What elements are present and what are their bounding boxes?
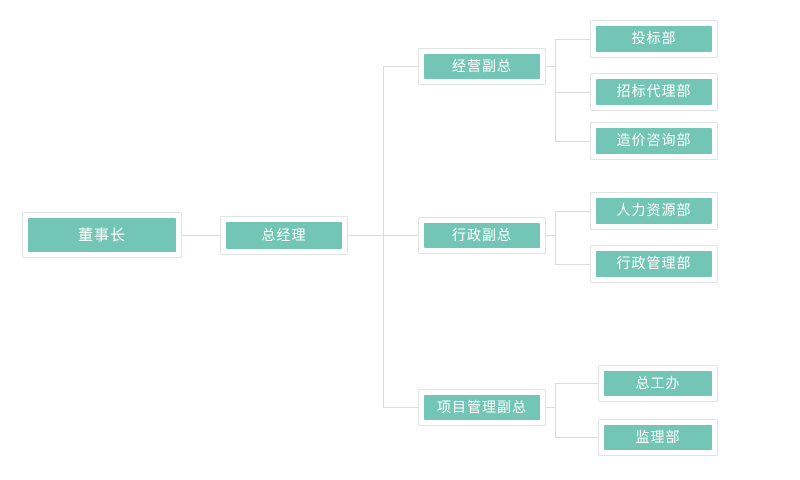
- node-vp-admin-label: 行政副总: [452, 227, 512, 244]
- connector-trunk-to-vp-admin: [383, 235, 418, 236]
- node-dept-hr-label: 人力资源部: [616, 203, 692, 219]
- node-general-manager-label: 总经理: [261, 227, 307, 244]
- node-dept-hr-fill: 人力资源部: [596, 198, 712, 224]
- connector-vp-admin-stub: [546, 235, 555, 236]
- connector-admin-to-hr: [555, 211, 590, 212]
- node-vp-business[interactable]: 经营副总: [418, 48, 546, 85]
- node-dept-admin-mgmt-label: 行政管理部: [616, 256, 692, 272]
- node-vp-admin-fill: 行政副总: [424, 223, 540, 248]
- node-vp-admin[interactable]: 行政副总: [418, 217, 546, 254]
- node-vp-project-fill: 项目管理副总: [424, 395, 540, 420]
- node-dept-chief-engineer[interactable]: 总工办: [598, 365, 718, 402]
- node-dept-bidding-label: 投标部: [631, 31, 677, 47]
- node-dept-admin-mgmt-fill: 行政管理部: [596, 251, 712, 277]
- connector-project-sub-trunk: [555, 383, 556, 437]
- node-general-manager-fill: 总经理: [226, 222, 342, 249]
- connector-general-manager-stub: [348, 235, 383, 236]
- node-chairman-label: 董事长: [77, 225, 126, 244]
- node-dept-chief-engineer-fill: 总工办: [604, 371, 712, 396]
- connector-business-to-tender-agency: [555, 92, 590, 93]
- node-dept-cost-consulting-label: 造价咨询部: [616, 133, 692, 149]
- node-dept-supervision-label: 监理部: [635, 429, 681, 446]
- connector-chairman-to-general-manager: [182, 235, 220, 236]
- node-dept-tender-agency-fill: 招标代理部: [596, 79, 712, 105]
- node-chairman[interactable]: 董事长: [22, 212, 182, 258]
- node-dept-chief-engineer-label: 总工办: [635, 375, 681, 392]
- node-dept-tender-agency-label: 招标代理部: [616, 84, 692, 100]
- connector-business-sub-trunk: [555, 39, 556, 141]
- connector-trunk-to-vp-business: [383, 66, 418, 67]
- connector-admin-sub-trunk: [555, 211, 556, 264]
- node-dept-bidding[interactable]: 投标部: [590, 20, 718, 58]
- node-dept-supervision-fill: 监理部: [604, 425, 712, 450]
- node-dept-bidding-fill: 投标部: [596, 26, 712, 52]
- node-dept-supervision[interactable]: 监理部: [598, 419, 718, 456]
- node-vp-project-label: 项目管理副总: [437, 399, 527, 416]
- node-dept-hr[interactable]: 人力资源部: [590, 192, 718, 230]
- node-vp-business-fill: 经营副总: [424, 54, 540, 79]
- connector-main-trunk: [383, 66, 384, 407]
- node-chairman-fill: 董事长: [28, 218, 176, 252]
- connector-vp-project-stub: [546, 407, 555, 408]
- connector-project-to-chief-engineer: [555, 383, 598, 384]
- node-dept-tender-agency[interactable]: 招标代理部: [590, 73, 718, 111]
- node-vp-business-label: 经营副总: [452, 58, 512, 75]
- node-general-manager[interactable]: 总经理: [220, 216, 348, 255]
- connector-vp-business-stub: [546, 66, 555, 67]
- connector-trunk-to-vp-project: [383, 407, 418, 408]
- node-dept-admin-mgmt[interactable]: 行政管理部: [590, 245, 718, 283]
- connector-admin-to-admin-mgmt: [555, 264, 590, 265]
- node-dept-cost-consulting[interactable]: 造价咨询部: [590, 122, 718, 160]
- connector-project-to-supervision: [555, 437, 598, 438]
- connector-business-to-bidding: [555, 39, 590, 40]
- connector-business-to-cost-consulting: [555, 141, 590, 142]
- node-vp-project[interactable]: 项目管理副总: [418, 389, 546, 426]
- node-dept-cost-consulting-fill: 造价咨询部: [596, 128, 712, 154]
